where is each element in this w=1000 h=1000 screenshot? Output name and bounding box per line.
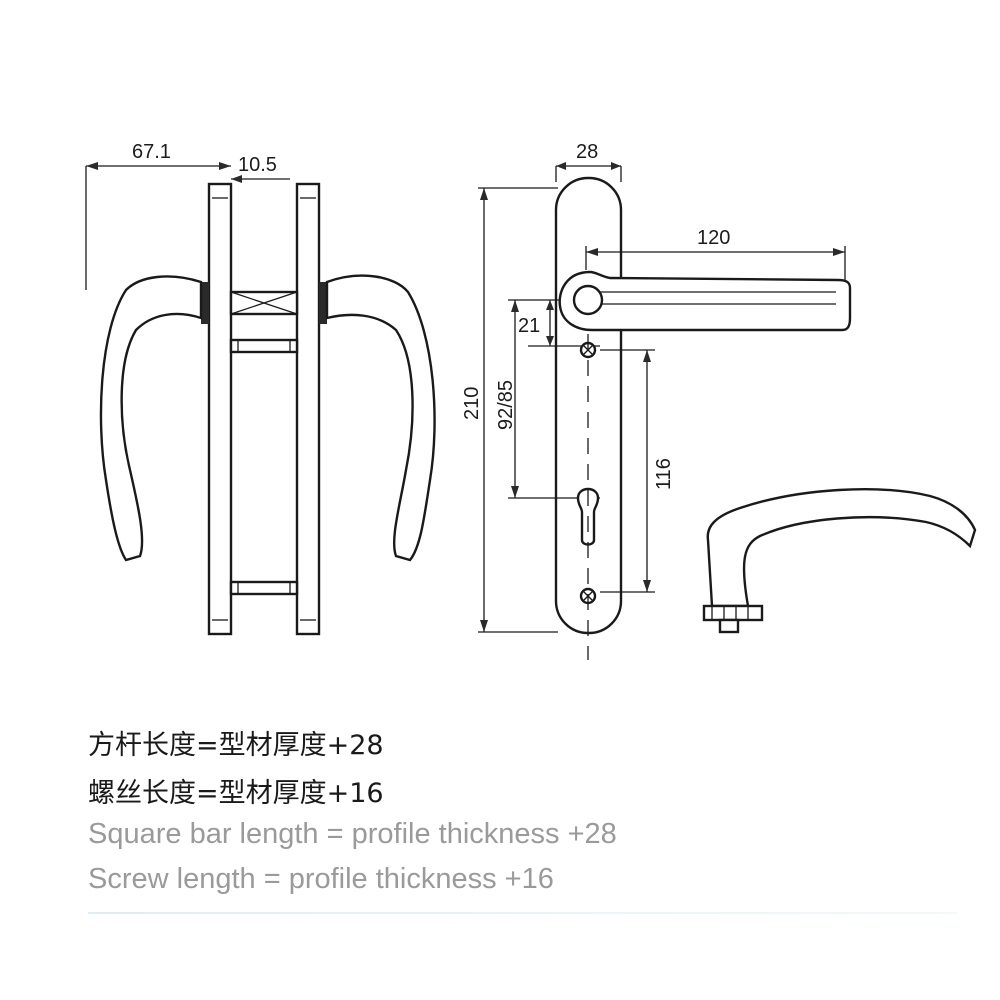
dim-label-67-1: 67.1 (132, 141, 171, 163)
lever-profile (706, 488, 977, 608)
lever-rose (702, 604, 764, 622)
left-rose (201, 282, 209, 324)
lever-spindle (718, 618, 740, 634)
lever-side-view (702, 488, 977, 634)
lever-boss (572, 284, 604, 316)
upper-screw (229, 338, 299, 354)
dim-label-10-5: 10.5 (238, 154, 277, 176)
left-backplate (207, 182, 233, 636)
divider (88, 912, 958, 914)
front-view-drawing: 28 210 92/85 21 116 (461, 141, 852, 660)
dim-label-116: 116 (653, 458, 675, 490)
right-backplate (295, 182, 321, 636)
right-rose (319, 282, 327, 324)
caption-square-bar-en: Square bar length = profile thickness +2… (88, 818, 617, 850)
dim-label-210: 210 (461, 387, 483, 420)
dim-label-28: 28 (576, 141, 598, 163)
dim-label-120: 120 (697, 227, 730, 249)
caption-screw-en: Screw length = profile thickness +16 (88, 863, 554, 895)
side-view-drawing: 67.1 10.5 (85, 141, 436, 636)
front-lever (558, 270, 852, 332)
front-backplate (554, 176, 623, 635)
dim-label-92-85: 92/85 (495, 380, 517, 430)
dim-label-21: 21 (518, 315, 540, 337)
left-lever (99, 275, 203, 562)
lower-screw (229, 580, 299, 596)
caption-square-bar-cn: 方杆长度=型材厚度+28 (88, 730, 384, 761)
right-lever (325, 274, 436, 562)
caption-screw-cn: 螺丝长度=型材厚度+16 (88, 778, 384, 809)
